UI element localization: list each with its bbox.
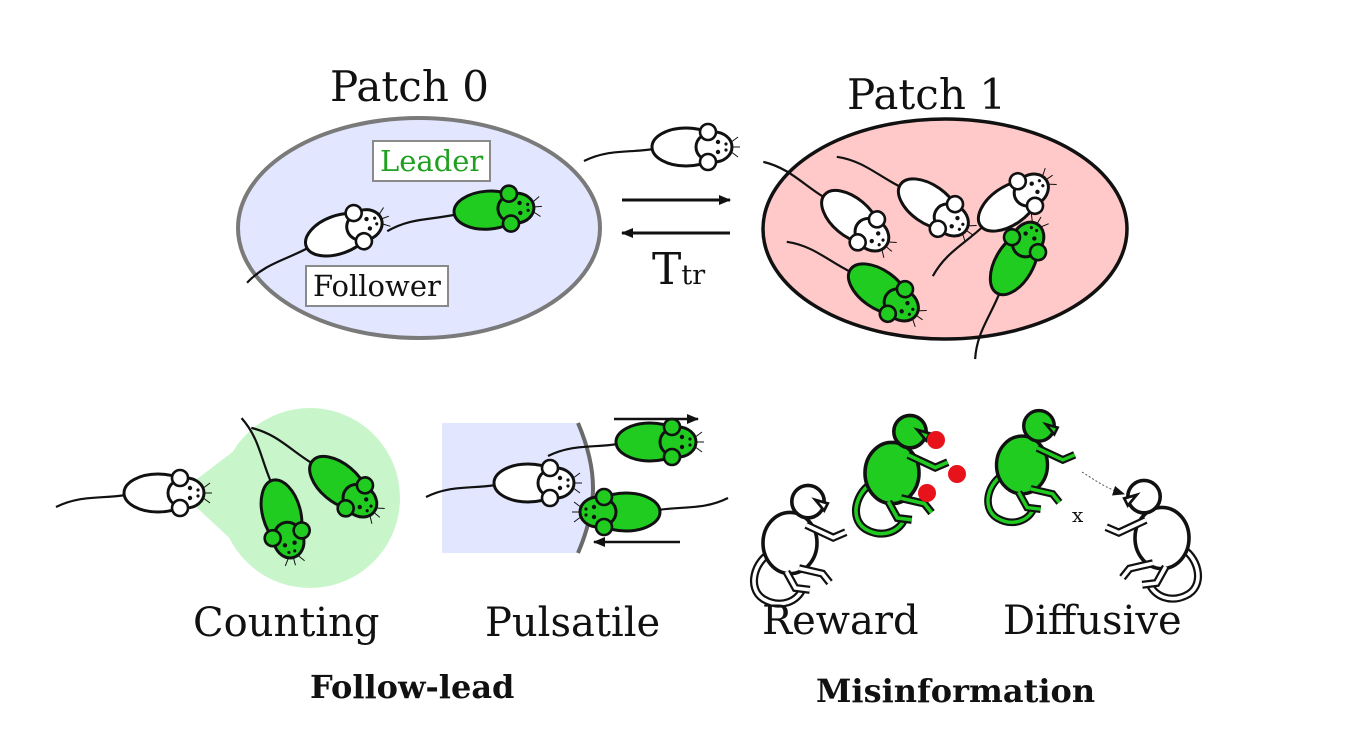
follow-lead-group-label: Follow-lead [310, 668, 515, 706]
counting-label: Counting [193, 600, 380, 646]
transfer-symbol: Ttr [652, 244, 705, 295]
reward-dot [948, 465, 966, 483]
reward-dot [927, 431, 945, 449]
pulsatile-label: Pulsatile [485, 600, 661, 646]
transfer-subscript: tr [681, 260, 706, 291]
reward-label: Reward [762, 598, 919, 644]
patch0-title: Patch 0 [330, 62, 489, 111]
leader-tag: Leader [372, 140, 492, 182]
transit-mouse [582, 122, 742, 172]
counting-follower-mouse [54, 468, 214, 518]
reward-white-monkey [754, 485, 846, 603]
diffusive-white-monkey [1106, 480, 1198, 598]
pulsatile-leader-mouse-in [570, 487, 730, 537]
transfer-symbol-main: T [652, 244, 682, 295]
diffusive-signal-path [1081, 471, 1125, 496]
diffusive-label: Diffusive [1003, 598, 1182, 644]
follower-tag: Follower [305, 265, 449, 307]
pulsatile-boundary [576, 422, 595, 554]
diffusive-mark: x [1072, 503, 1084, 527]
diffusive-green-monkey [988, 411, 1075, 523]
misinformation-group-label: Misinformation [816, 672, 1096, 710]
reward-dot [918, 484, 936, 502]
patch1-title: Patch 1 [847, 70, 1006, 119]
